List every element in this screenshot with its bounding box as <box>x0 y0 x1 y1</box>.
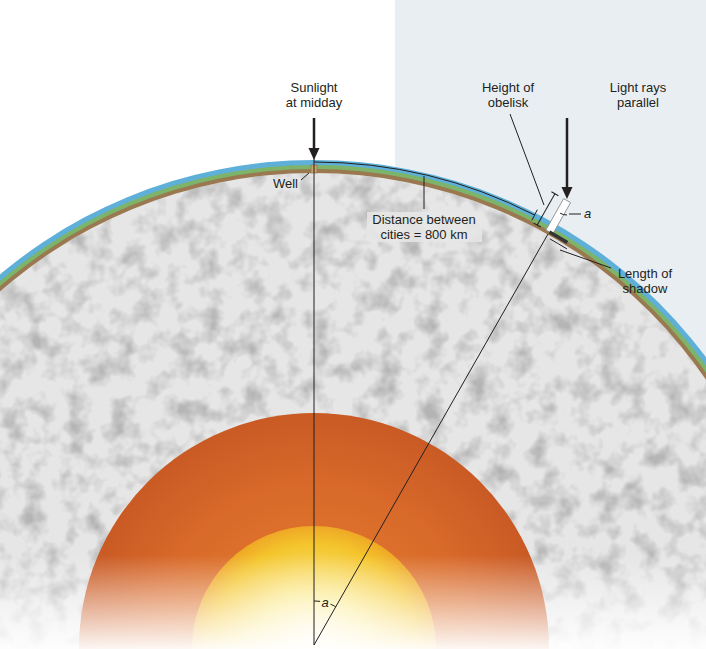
center-angle-arc <box>331 604 336 607</box>
distance-tick <box>532 210 537 221</box>
vertical-radius <box>314 168 315 645</box>
shadow-length-label: Length of shadow <box>613 266 677 296</box>
shadow-leader <box>560 250 611 268</box>
angle-label: a <box>584 206 596 221</box>
slanted-radius <box>314 234 548 645</box>
light-ray-arrow <box>566 118 569 189</box>
distance-arc <box>314 162 535 215</box>
well-label: Well <box>258 176 298 191</box>
shadow-bracket <box>550 239 567 249</box>
shadow <box>549 232 567 243</box>
distance-leader <box>424 176 425 209</box>
center-angle-arc <box>314 600 320 601</box>
arrowhead <box>562 187 573 199</box>
well-leader <box>301 173 309 180</box>
angle-label: a <box>319 595 331 610</box>
sunlight-arrow <box>313 118 316 150</box>
height-bracket-tick <box>551 192 558 196</box>
mantle-texture <box>0 160 706 649</box>
obelisk-height-label: Height of obelisk <box>473 80 543 110</box>
obelisk-angle-arc <box>560 213 567 215</box>
height-bracket-tick <box>534 223 541 227</box>
angle-leader <box>569 214 581 215</box>
distance-label: Distance between cities = 800 km <box>367 212 482 242</box>
arrowhead <box>309 148 320 160</box>
obelisk-group <box>534 192 571 234</box>
height-leader <box>510 114 544 205</box>
sunlight-label: Sunlight at midday <box>285 80 344 110</box>
light-rays-label: Light rays parallel <box>606 80 670 110</box>
bottom-fade <box>0 555 706 649</box>
height-bracket <box>537 194 555 225</box>
ocean-band <box>0 160 706 649</box>
